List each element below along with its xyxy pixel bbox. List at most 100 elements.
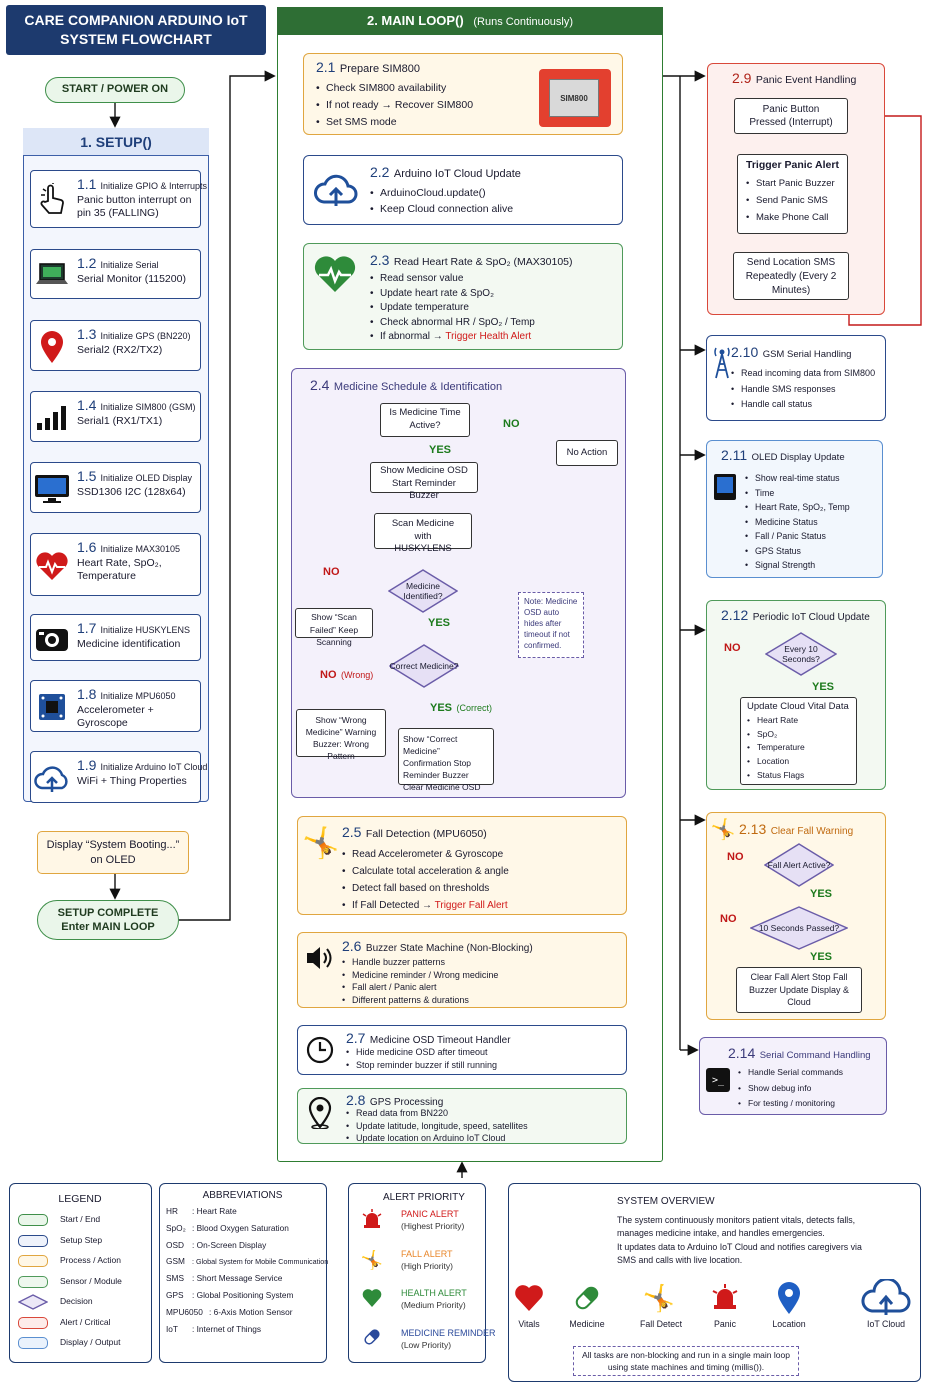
s26-item: Handle buzzer patterns (342, 956, 498, 969)
ten-seconds-decision: 10 Seconds Passed? (750, 906, 848, 950)
oled-display-icon (711, 471, 739, 503)
priority-item: PANIC ALERT(Highest Priority) (401, 1209, 487, 1231)
abbr-value: : Heart Rate (192, 1206, 237, 1216)
s26-head: Buzzer State Machine (Non-Blocking) (365, 943, 533, 954)
legend-item: Sensor / Module (18, 1274, 146, 1290)
priority-item: HEALTH ALERT(Medium Priority) (401, 1288, 487, 1310)
legend-label: Display / Output (60, 1337, 121, 1347)
abbr-item: IoT: Internet of Things (166, 1324, 326, 1334)
cloud-item: SpO₂ (747, 728, 850, 742)
overview-flow-label: Fall Detect (639, 1319, 683, 1329)
setup-title: 1. SETUP() (23, 128, 209, 156)
setup-step-title: Initialize OLED Display (100, 473, 193, 483)
setup-step-title: Initialize SIM800 (GSM) (100, 402, 196, 412)
s24-yes-correct: YES (Correct) (430, 698, 492, 716)
setup-step-title: Initialize GPIO & Interrupts (100, 181, 208, 191)
priority-item: FALL ALERT(High Priority) (401, 1249, 487, 1271)
legend-item: Setup Step (18, 1233, 146, 1249)
setup-step-body: Serial2 (RX2/TX2) (77, 344, 163, 356)
sim800-chip-icon: SIM800 (539, 69, 611, 127)
correct-medicine-decision: Correct Medicine? (389, 644, 459, 688)
s23-item: Update heart rate & SpO₂ (370, 287, 535, 302)
setup-step-body: Panic button interrupt on pin 35 (FALLIN… (77, 194, 192, 219)
location-pin-icon (773, 1280, 805, 1316)
abbr-item: MPU6050: 6-Axis Motion Sensor (166, 1307, 326, 1317)
abbr-item: SpO₂: Blood Oxygen Saturation (166, 1223, 326, 1233)
abbr-title: ABBREVIATIONS (202, 1190, 283, 1201)
setup-step-num: 1.8 (77, 686, 97, 702)
abbr-item: GPS: Global Positioning System (166, 1290, 326, 1300)
priority-name: MEDICINE REMINDER (401, 1327, 496, 1338)
s27-num: 2.7 (346, 1030, 366, 1046)
s22-item: ArduinoCloud.update() (370, 186, 513, 200)
legend-swatch (18, 1275, 48, 1288)
panic-item: Send Panic SMS (746, 192, 839, 209)
correct-medicine-label: Correct Medicine? (389, 661, 459, 671)
priority-level: (Medium Priority) (401, 1300, 466, 1310)
legend-swatch (18, 1316, 48, 1329)
fall-detect-icon: 🤸 (642, 1282, 676, 1313)
setup-step-num: 1.6 (77, 539, 97, 555)
setup-step-title: Initialize MPU6050 (100, 691, 176, 701)
s21-item: Set SMS mode (316, 115, 473, 129)
abbr-value: : Blood Oxygen Saturation (192, 1222, 289, 1233)
s213-head: Clear Fall Warning (770, 826, 854, 837)
priority-name: PANIC ALERT (401, 1209, 459, 1219)
heart-pulse-icon (312, 252, 358, 296)
legend-swatch (18, 1214, 48, 1226)
s24-yes-1: YES (429, 444, 452, 456)
s26-num: 2.6 (342, 938, 362, 954)
system-overview-panel: SYSTEM OVERVIEW The system continuously … (508, 1183, 921, 1382)
priority-item: MEDICINE REMINDER(Low Priority) (401, 1327, 496, 1350)
s29-head: Panic Event Handling (755, 74, 857, 86)
overview-flow-label: Vitals (518, 1319, 540, 1329)
falling-person-icon: 🤸 (360, 1249, 384, 1270)
s214-item: Handle Serial commands (738, 1065, 843, 1081)
camera-icon (34, 622, 70, 656)
s27-head: Medicine OSD Timeout Handler (369, 1035, 511, 1046)
overview-title: SYSTEM OVERVIEW (617, 1196, 715, 1207)
overview-flow-label: IoT Cloud (867, 1319, 905, 1329)
s23-item: Update temperature (370, 301, 535, 316)
title-line-1: CARE COMPANION ARDUINO IoT (24, 12, 248, 28)
every-10s-label: Every 10 Seconds? (782, 644, 820, 664)
section-2-1: 2.1 Prepare SIM800 Check SIM800 availabi… (303, 53, 623, 135)
s210-head: GSM Serial Handling (762, 349, 852, 360)
s214-item: For testing / monitoring (738, 1096, 843, 1112)
setup-step-body: SSD1306 I2C (128x64) (77, 486, 186, 498)
vitals-heart-icon (513, 1282, 545, 1314)
alarm-bell-icon (361, 1208, 383, 1232)
s213-yes-2: YES (810, 951, 833, 963)
setup-step-num: 1.5 (77, 468, 97, 484)
s22-head: Arduino IoT Cloud Update (393, 168, 521, 180)
section-2-10: 2.10 GSM Serial Handling Read incoming d… (706, 335, 886, 421)
no-action-node: No Action (556, 440, 618, 466)
s28-head: GPS Processing (369, 1097, 444, 1108)
overview-text-1: The system continuously monitors patient… (617, 1215, 856, 1238)
health-heart-icon (361, 1286, 383, 1310)
medicine-time-question: Is Medicine Time Active? (380, 403, 470, 437)
s21-head: Prepare SIM800 (339, 63, 421, 75)
s26-item: Medicine reminder / Wrong medicine (342, 969, 498, 982)
s27-item: Stop reminder buzzer if still running (346, 1059, 497, 1072)
every-10s-decision: Every 10 Seconds? (765, 632, 837, 676)
s28-item: Read data from BN220 (346, 1107, 528, 1120)
setup-step-num: 1.7 (77, 620, 97, 636)
cloud-item: Temperature (747, 741, 850, 755)
s23-num: 2.3 (370, 252, 390, 268)
abbr-item: OSD: On-Screen Display (166, 1240, 326, 1250)
legend-swatch (18, 1337, 48, 1349)
s24-no-1: NO (503, 418, 520, 430)
show-medicine-osd-node: Show Medicine OSD Start Reminder Buzzer (370, 462, 478, 501)
legend-title: LEGEND (58, 1193, 102, 1205)
abbr-key: HR (166, 1206, 178, 1216)
laptop-icon (34, 258, 70, 292)
